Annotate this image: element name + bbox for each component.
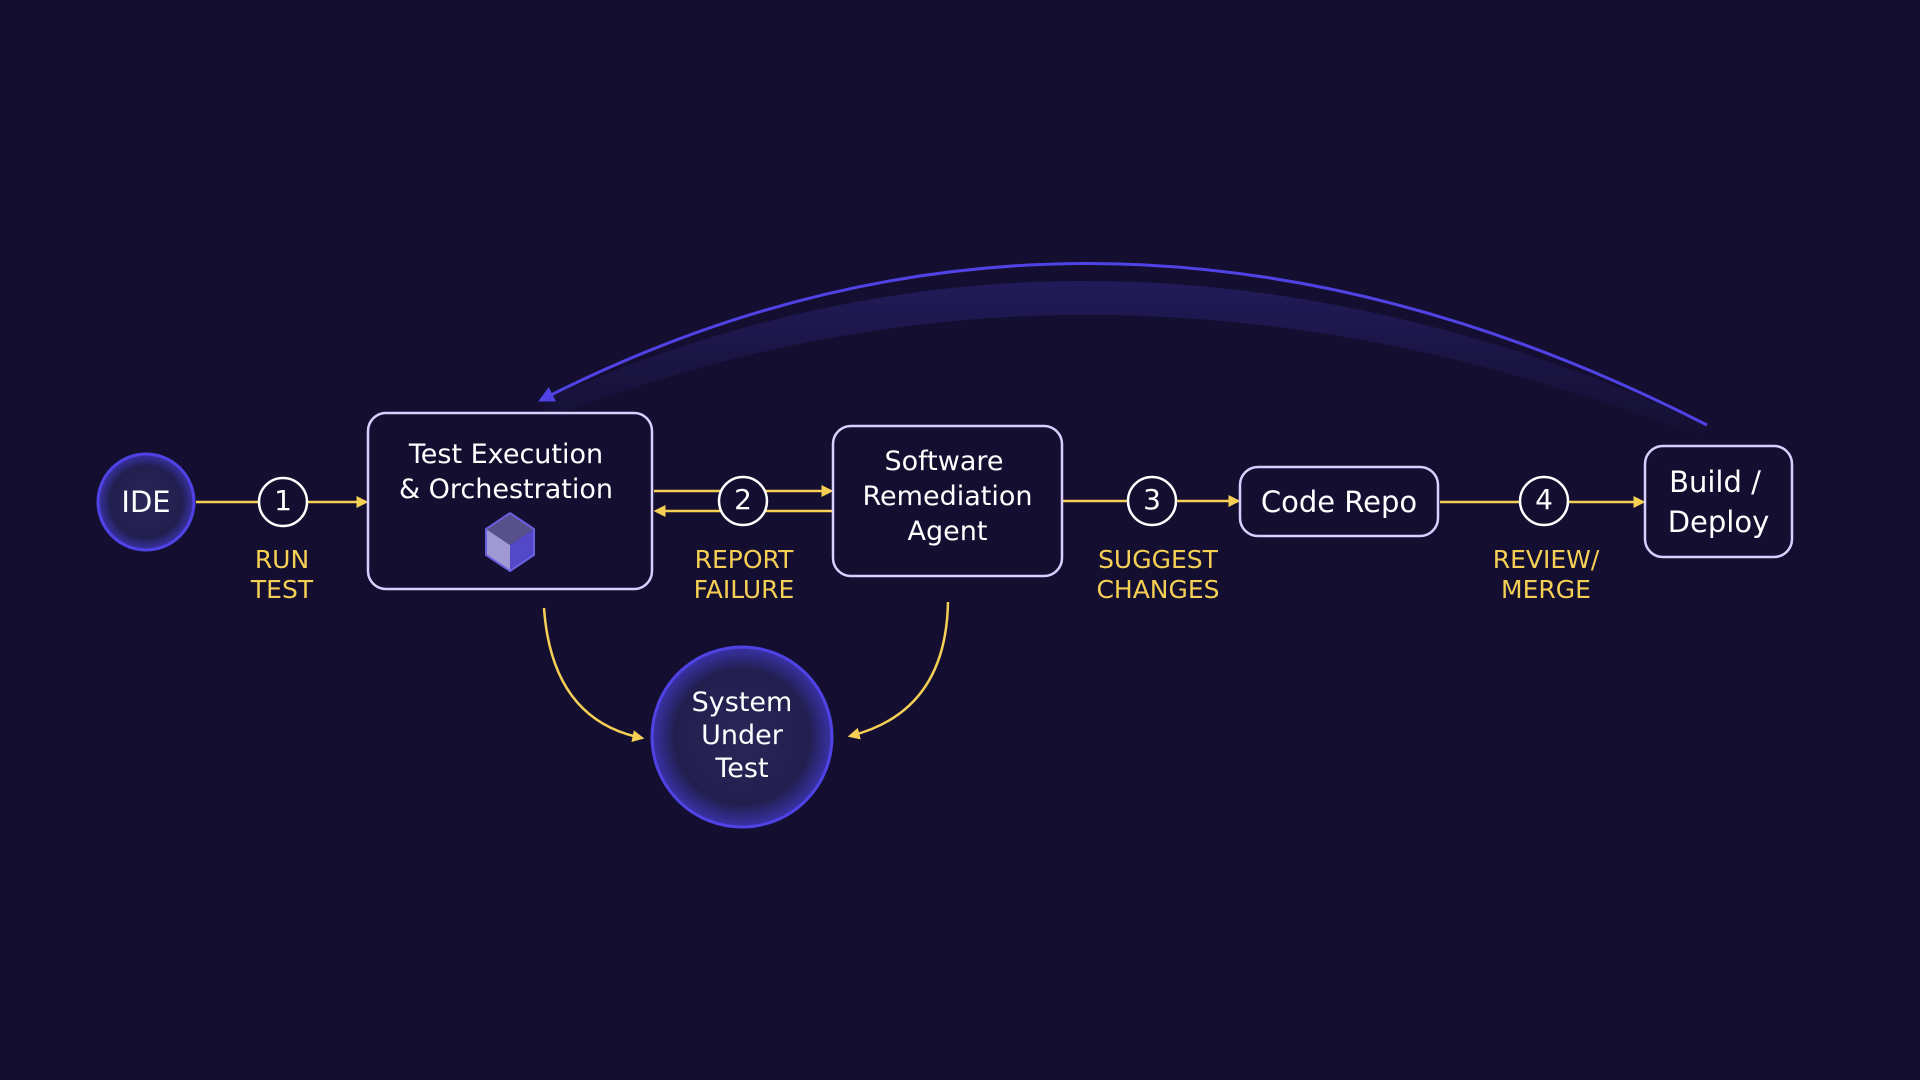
code-repo-node[interactable] xyxy=(1238,465,1440,538)
system-under-test-label-line2: Under xyxy=(701,720,783,751)
step-4-number: 4 xyxy=(1535,483,1553,516)
remediation-agent-label-line2: Remediation xyxy=(862,481,1033,512)
step-2-marker xyxy=(717,475,769,527)
step-1-marker xyxy=(257,476,309,528)
build-deploy-node[interactable] xyxy=(1643,444,1794,559)
step-1-number: 1 xyxy=(274,484,292,517)
step-3-label-line2: CHANGES xyxy=(1096,575,1220,604)
test-execution-label-line1: Test Execution xyxy=(408,439,604,470)
build-deploy-label-line1: Build / xyxy=(1669,465,1761,499)
step-4-label-line1: REVIEW/ xyxy=(1492,545,1600,574)
feedback-arc xyxy=(538,262,1708,427)
test-execution-node[interactable] xyxy=(366,411,654,591)
step-3-marker xyxy=(1126,475,1178,527)
build-deploy-label-line2: Deploy xyxy=(1667,505,1770,539)
remediation-agent-label-line1: Software xyxy=(884,446,1004,477)
ide-label: IDE xyxy=(121,485,171,519)
step-2-label-line1: REPORT xyxy=(694,545,794,574)
step-2-label-line2: FAILURE xyxy=(693,575,795,604)
system-under-test-label-line3: Test xyxy=(715,753,769,784)
step-2-number: 2 xyxy=(734,483,752,516)
step-1-label-line2: TEST xyxy=(250,575,314,604)
connector-agent-to-sut xyxy=(847,601,950,740)
system-under-test-label-line1: System xyxy=(691,687,793,718)
system-under-test-node[interactable] xyxy=(650,645,834,829)
step-3-number: 3 xyxy=(1143,483,1161,516)
feedback-arc-glow xyxy=(545,280,1707,440)
step-1-label-line1: RUN xyxy=(254,545,310,574)
code-repo-label: Code Repo xyxy=(1260,485,1418,519)
ide-node[interactable] xyxy=(96,452,196,552)
step-4-marker xyxy=(1518,475,1570,527)
remediation-agent-node[interactable] xyxy=(831,424,1064,578)
step-4-label-line2: MERGE xyxy=(1501,575,1591,604)
connector-test-to-sut xyxy=(542,607,645,742)
cube-icon xyxy=(485,512,535,573)
remediation-agent-label-line3: Agent xyxy=(907,516,988,547)
step-3-label-line1: SUGGEST xyxy=(1098,545,1218,574)
test-execution-label-line2: & Orchestration xyxy=(399,474,613,505)
